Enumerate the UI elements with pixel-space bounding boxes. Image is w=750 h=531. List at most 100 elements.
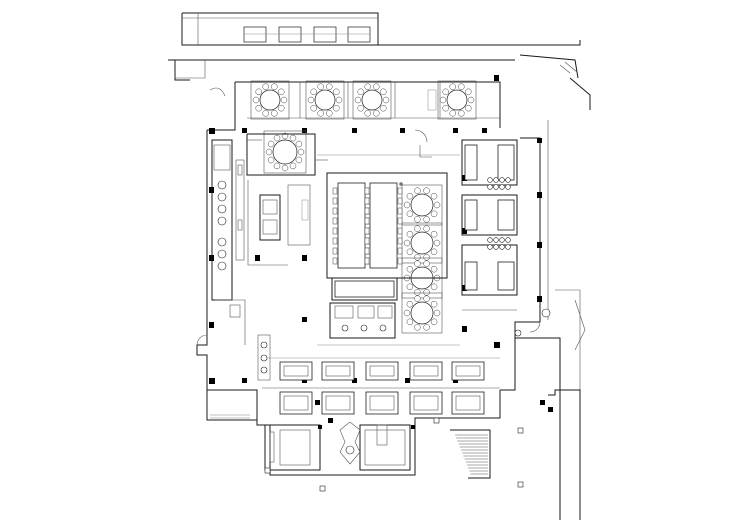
seat	[505, 184, 511, 190]
booth-seats	[487, 177, 511, 250]
chair	[430, 230, 438, 238]
chair	[406, 300, 414, 308]
seat	[505, 177, 511, 183]
chair	[357, 104, 364, 112]
booth	[451, 391, 485, 415]
chair	[333, 88, 340, 96]
chair	[364, 257, 370, 265]
chair	[414, 324, 421, 331]
chair	[397, 187, 403, 195]
chair	[310, 88, 317, 96]
chair	[317, 83, 324, 90]
seat	[487, 184, 493, 190]
chair	[430, 210, 438, 218]
chair	[332, 237, 338, 245]
structural-columns	[209, 75, 553, 423]
seat	[499, 244, 505, 250]
chair	[364, 247, 370, 255]
chair	[414, 295, 421, 302]
chair	[373, 110, 380, 117]
chair	[423, 295, 430, 302]
chair	[380, 104, 387, 112]
chair	[364, 227, 370, 235]
chair	[364, 207, 370, 215]
seat	[499, 177, 505, 183]
stair-treads	[455, 434, 488, 475]
bottom-booth-rows	[257, 334, 500, 415]
chair	[430, 248, 438, 256]
chair	[397, 227, 403, 235]
chair	[271, 83, 278, 90]
round-table	[250, 80, 290, 120]
round-table	[401, 222, 443, 264]
chair	[414, 260, 421, 267]
chair	[458, 83, 465, 90]
chair	[255, 88, 262, 96]
chair	[310, 104, 317, 112]
chair	[430, 300, 438, 308]
seat	[493, 184, 499, 190]
chair	[423, 324, 430, 331]
round-table	[263, 130, 307, 174]
chair	[397, 237, 403, 245]
seat	[493, 244, 499, 250]
chair	[458, 110, 465, 117]
seat	[499, 237, 505, 243]
chair	[406, 210, 414, 218]
chair	[364, 110, 371, 117]
long-table-chairs	[332, 187, 403, 265]
chair	[397, 257, 403, 265]
chair	[397, 247, 403, 255]
chair	[433, 309, 441, 317]
seat	[487, 177, 493, 183]
top-private-dining-row	[247, 82, 500, 119]
chair	[364, 187, 370, 195]
chair	[423, 260, 430, 267]
chair	[332, 217, 338, 225]
chair	[414, 254, 421, 261]
chair	[423, 289, 430, 296]
round-table	[352, 80, 392, 120]
chair	[364, 217, 370, 225]
chair	[382, 96, 390, 104]
chair	[262, 110, 269, 117]
left-private-room	[246, 133, 328, 176]
chair	[326, 110, 333, 117]
chair	[332, 197, 338, 205]
chair	[252, 96, 260, 104]
chair	[354, 96, 362, 104]
booth	[451, 361, 485, 381]
chair	[430, 318, 438, 326]
bottom-left-service-room	[206, 389, 258, 421]
round-table	[401, 184, 443, 226]
chair	[265, 148, 273, 156]
chair	[406, 248, 414, 256]
chair	[364, 237, 370, 245]
chair	[326, 83, 333, 90]
chair	[406, 230, 414, 238]
chair	[449, 83, 456, 90]
chair	[273, 134, 281, 142]
round-table	[401, 292, 443, 334]
seat	[487, 244, 493, 250]
seat	[493, 237, 499, 243]
chair	[423, 254, 430, 261]
chair	[414, 225, 421, 232]
chair	[364, 83, 371, 90]
booth	[409, 391, 443, 415]
seat	[487, 237, 493, 243]
booth	[279, 391, 313, 415]
top-entrance-area	[168, 12, 591, 110]
booth	[321, 391, 355, 415]
right-exterior-walkway	[514, 299, 586, 520]
entrance-bench-row	[243, 26, 371, 43]
chair	[406, 283, 414, 291]
chair	[267, 156, 275, 164]
chair	[406, 192, 414, 200]
chair	[403, 239, 411, 247]
exterior-staircase	[450, 429, 491, 479]
kitchen-area	[211, 139, 311, 345]
chair	[423, 216, 430, 223]
chair	[278, 88, 285, 96]
